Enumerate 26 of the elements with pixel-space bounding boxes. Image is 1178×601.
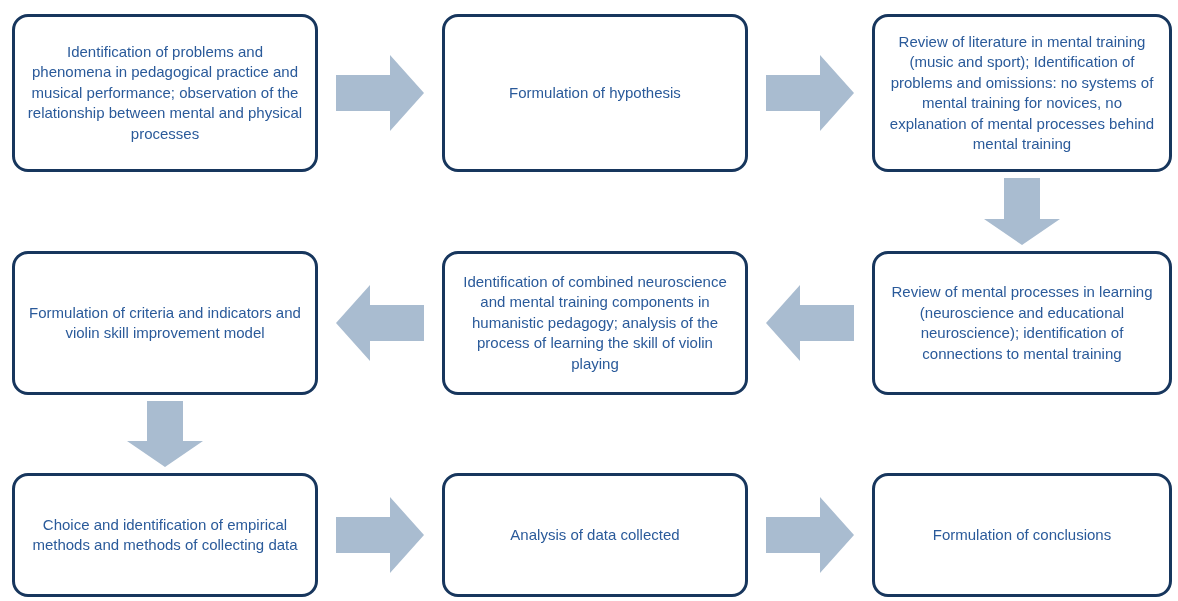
process-box (872, 14, 1172, 172)
block-arrow (336, 55, 424, 131)
block-arrow (766, 497, 854, 573)
process-box (12, 251, 318, 395)
block-arrow (984, 178, 1060, 245)
block-arrow (766, 285, 854, 361)
block-arrow (127, 401, 203, 467)
block-arrow (336, 497, 424, 573)
process-box (442, 14, 748, 172)
step-text: Review of mental processes in learning (neuroscience and educational neuroscience); identification of connections to mental training (890, 282, 1154, 364)
process-box (872, 473, 1172, 597)
step-text: Formulation of criteria and indicators and violin skill improvement model (28, 302, 302, 343)
process-box (442, 473, 748, 597)
step-text: Review of literature in mental training (music and sport); Identification of problems and omissions: no systems of mental training for novices, no explanation of mental processes behind mental training (888, 31, 1156, 154)
block-arrow (766, 55, 854, 131)
process-box (872, 251, 1172, 395)
step-text: Identification of problems and phenomena in pedagogical practice and musical performance; observation of the relationship between mental and physical processes (27, 41, 303, 144)
block-arrow (336, 285, 424, 361)
step-text: Identification of combined neuroscience and mental training components in humanistic pedagogy; analysis of the process of learning the skill of violin playing (462, 271, 728, 374)
step-text: Analysis of data collected (510, 524, 680, 545)
process-box (12, 473, 318, 597)
process-box (442, 251, 748, 395)
step-text: Formulation of hypothesis (509, 82, 681, 103)
step-text: Formulation of conclusions (932, 524, 1112, 545)
process-box (12, 14, 318, 172)
step-text: Choice and identification of empirical methods and methods of collecting data (31, 514, 299, 555)
